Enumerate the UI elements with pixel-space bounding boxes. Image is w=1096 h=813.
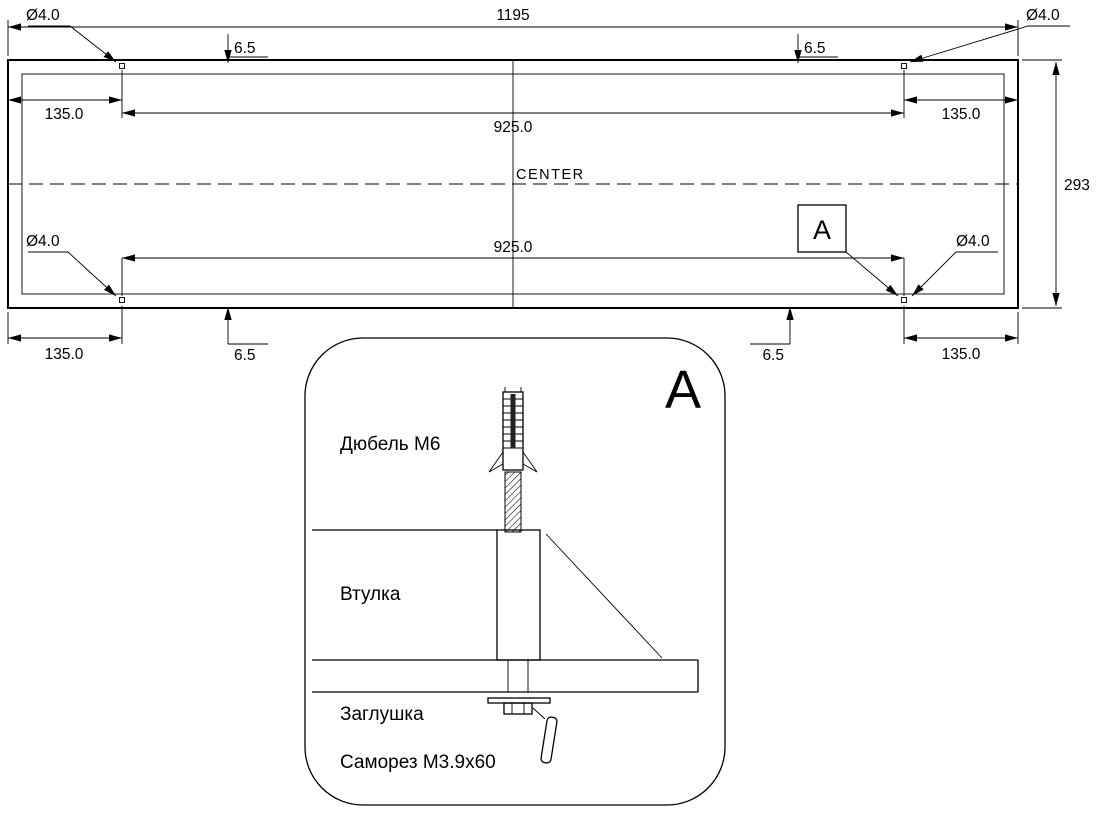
screw-washer <box>487 697 551 704</box>
screw-head <box>503 702 533 715</box>
label-dowel: Дюбель М6 <box>340 434 440 455</box>
dim-hole-spacing-bottom: 925.0 <box>494 239 533 256</box>
sleeve-outline <box>496 529 541 661</box>
detail-callout-label: A <box>813 215 831 245</box>
leader-hole-bottom-left <box>28 251 117 297</box>
cap-link-line <box>532 707 546 720</box>
dim-hole-dia-bottom-left: Ø4.0 <box>26 233 60 250</box>
dim-hole-spacing-top: 925.0 <box>494 119 533 136</box>
dim-hole-dia-top-right: Ø4.0 <box>1026 7 1060 24</box>
leader-hole-bottom-right <box>911 251 998 297</box>
dim-hole-dia-top-left: Ø4.0 <box>26 7 60 24</box>
dim-overall-width: 1195 <box>496 7 529 24</box>
label-sleeve: Втулка <box>340 584 401 605</box>
dim-edge-offset-bottom-left: 135.0 <box>45 346 84 363</box>
sleeve-diagonal-line <box>545 533 663 659</box>
hole-bottom-left <box>119 297 125 303</box>
leader-detail-callout <box>845 251 899 297</box>
dim-overall-height: 293 <box>1064 177 1090 194</box>
dowel-shaft-hatched <box>504 471 522 533</box>
screw-hole-sides <box>507 660 529 692</box>
panel-view: 1195 Ø4.0 Ø4.0 6.5 6.5 135.0 135.0 925.0… <box>7 7 1090 364</box>
dim-edge-offset-top-left: 135.0 <box>45 106 84 123</box>
screw-head-lines <box>511 703 525 714</box>
center-label: CENTER <box>516 167 585 183</box>
hole-bottom-right <box>901 297 907 303</box>
dowel-body <box>502 391 524 471</box>
label-screw: Саморез М3.9х60 <box>340 752 496 773</box>
label-cap: Заглушка <box>340 704 424 725</box>
cap-body <box>540 716 558 764</box>
dim-offset-bottom-left: 6.5 <box>234 347 256 364</box>
hole-top-left <box>119 63 125 69</box>
detail-view: А Дюбель М6 Втулка Заглушка Саморез М3.9… <box>304 337 726 806</box>
detail-bubble <box>304 337 726 806</box>
dim-edge-offset-top-right: 135.0 <box>942 106 981 123</box>
detail-title: А <box>665 360 701 420</box>
leader-hole-top-left <box>28 25 117 63</box>
dim-offset-top-left: 6.5 <box>234 40 256 57</box>
hole-top-right <box>901 63 907 69</box>
dowel-fins <box>488 451 538 473</box>
dim-offset-top-right: 6.5 <box>804 40 826 57</box>
dim-offset-bottom-right: 6.5 <box>762 347 784 364</box>
dowel-top-prongs <box>504 387 522 392</box>
dim-hole-dia-bottom-right: Ø4.0 <box>956 233 990 250</box>
detail-callout-box <box>797 204 847 253</box>
dowel-slot <box>510 394 516 448</box>
leader-hole-top-right <box>909 25 1070 63</box>
dim-edge-offset-bottom-right: 135.0 <box>942 346 981 363</box>
